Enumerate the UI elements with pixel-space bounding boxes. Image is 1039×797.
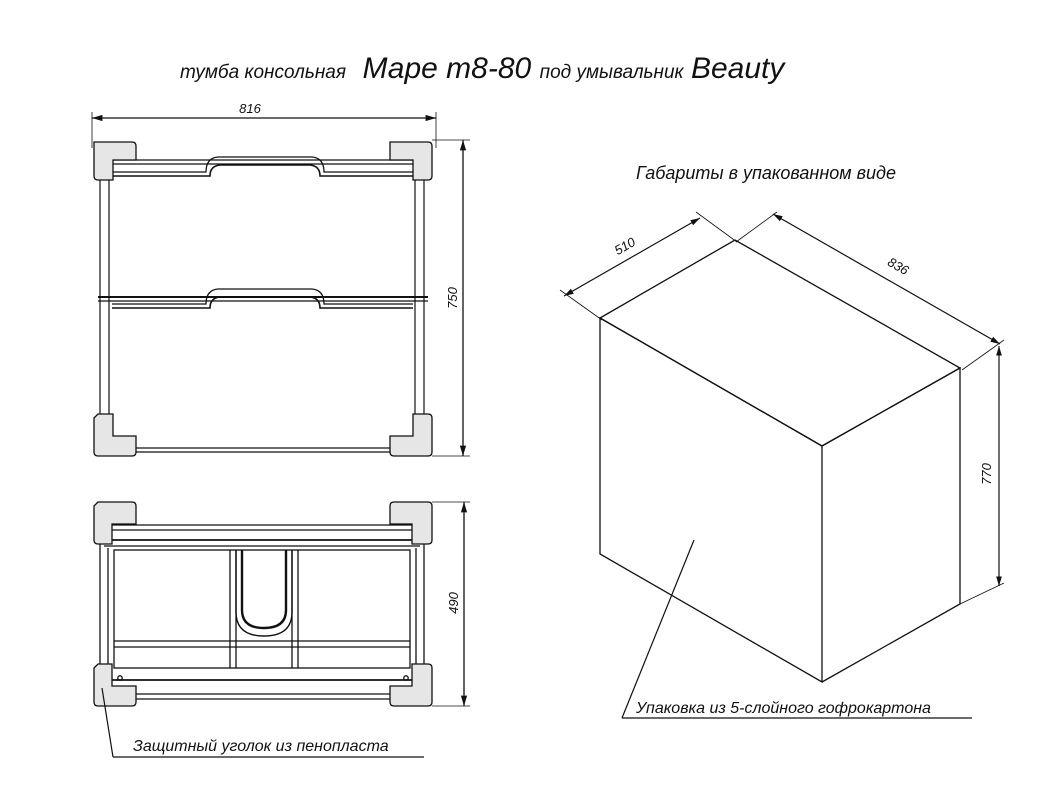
corner-protector-bottom-right: [389, 663, 433, 707]
corner-protector-bottom-left: [93, 413, 137, 457]
corner-caption: Защитный уголок из пенопласта: [133, 738, 389, 755]
corner-protector-top-right: [389, 501, 433, 545]
box-side-face: [821, 366, 961, 683]
title-middle: под умывальник: [540, 62, 685, 83]
drawing-title: тумба консольная Маре т8-80 под умывальн…: [180, 52, 786, 85]
box-front-face: [599, 316, 823, 684]
siphon-cutout: [235, 550, 293, 637]
package-caption: Габариты в упакованном виде: [636, 163, 896, 183]
corner-protector-top-left: [93, 501, 137, 545]
front-view: [91, 112, 470, 457]
package-width-label: 836: [885, 254, 912, 278]
top-view: [99, 501, 470, 707]
corner-protector-bottom-left: [93, 663, 137, 707]
package-depth-label: 510: [612, 234, 639, 258]
material-caption-leader: [621, 539, 972, 719]
front-height-label: 750: [445, 286, 460, 308]
package-width-dimension-line: [772, 213, 1001, 345]
top-depth-label: 490: [446, 591, 461, 613]
title-prefix: тумба консольная: [180, 62, 346, 83]
title-sink: Beauty: [691, 52, 786, 85]
package-depth-dimension-line: [563, 217, 701, 297]
corner-protector-top-right: [389, 141, 433, 181]
material-caption: Упаковка из 5-слойного гофрокартона: [635, 700, 931, 717]
corner-caption-leader: [101, 687, 424, 758]
front-width-label: 816: [239, 101, 261, 116]
corner-protector-bottom-right: [389, 413, 433, 457]
package-box: [598, 239, 962, 684]
package-height-label: 770: [979, 462, 994, 484]
title-model: Маре т8-80: [362, 52, 531, 85]
package-dimensions: [559, 211, 1005, 605]
corner-protector-top-left: [93, 141, 137, 181]
front-corner-protectors: [93, 141, 433, 457]
top-corner-protectors: [93, 501, 433, 707]
